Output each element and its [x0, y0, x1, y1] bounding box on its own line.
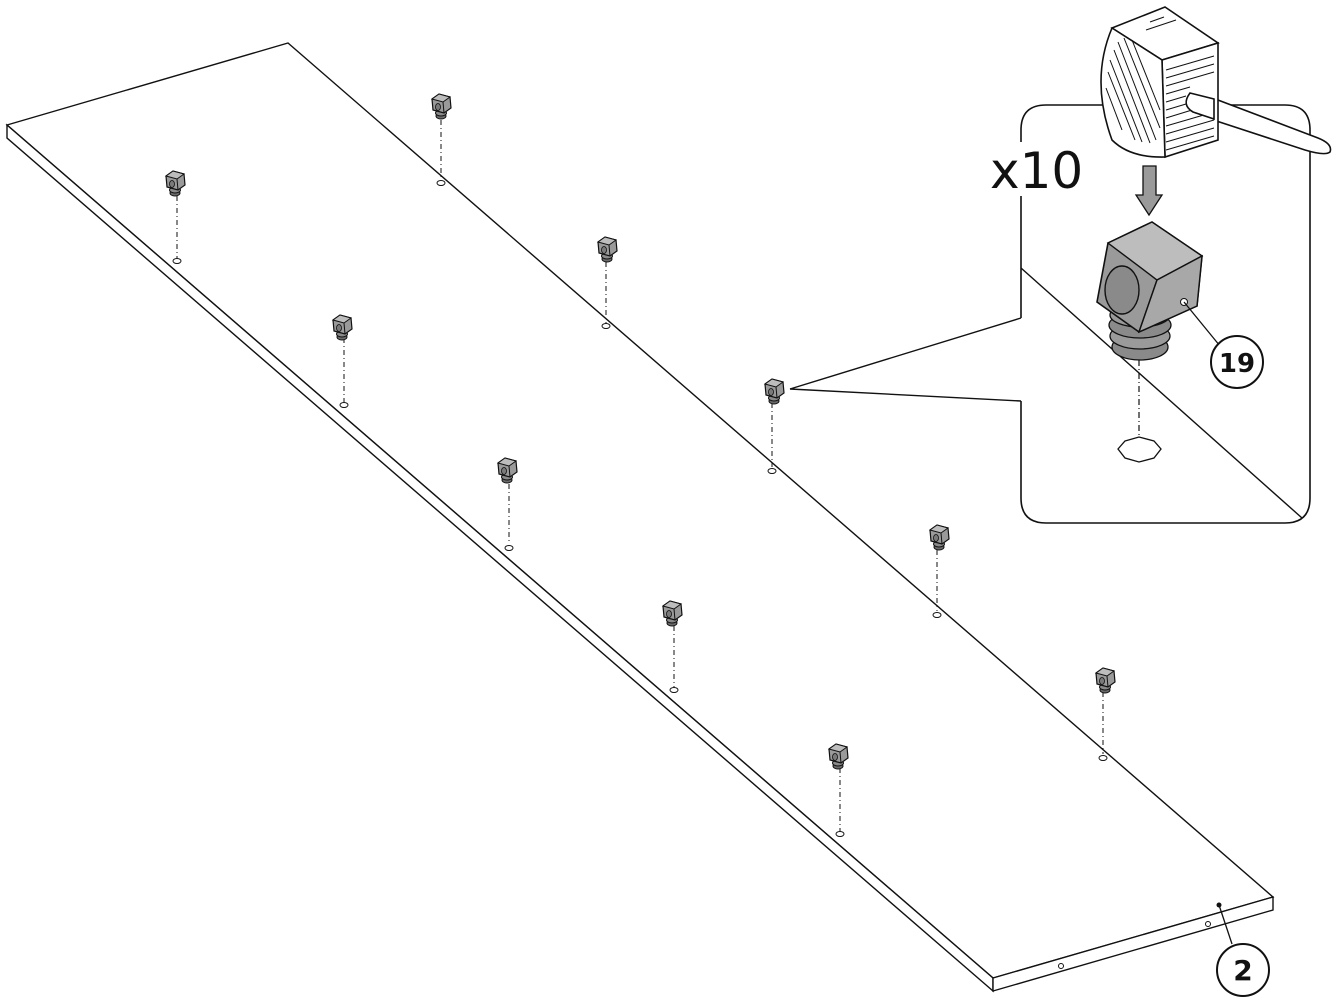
- detail-drill-hole: [1117, 436, 1162, 463]
- quantity-label: x10: [990, 142, 1083, 200]
- dowel-8: [662, 600, 683, 693]
- dowel-6: [497, 457, 518, 551]
- dowel-3: [597, 236, 618, 329]
- dowel-4: [332, 314, 353, 408]
- cam-lock-dowel-icon: [1096, 221, 1204, 361]
- panel-2: [5, 42, 1275, 993]
- edge-hole: [1205, 921, 1211, 927]
- dowel-10: [828, 743, 849, 837]
- dowel-5: [764, 378, 785, 474]
- panel-callout-circle: [1216, 943, 1270, 997]
- dowel-1: [431, 93, 452, 186]
- detail-frame: [1020, 104, 1311, 524]
- dowel-2: [165, 170, 186, 264]
- dowel-placements: [165, 93, 1116, 837]
- dowel-9: [1095, 667, 1116, 761]
- panel-callout-label: 2: [1233, 954, 1252, 987]
- detail-window: x10 19: [990, 6, 1332, 524]
- arrow-down-icon: [1134, 165, 1164, 217]
- mallet-icon: [1100, 6, 1332, 159]
- detail-panel-edge: [1020, 267, 1303, 519]
- part-callout-circle: [1210, 335, 1264, 389]
- zoom-pointer: [789, 317, 1022, 402]
- dowel-7: [929, 524, 950, 618]
- edge-hole: [1058, 963, 1064, 969]
- panel-callout: 2: [1216, 902, 1270, 997]
- part-callout-label: 19: [1219, 349, 1255, 379]
